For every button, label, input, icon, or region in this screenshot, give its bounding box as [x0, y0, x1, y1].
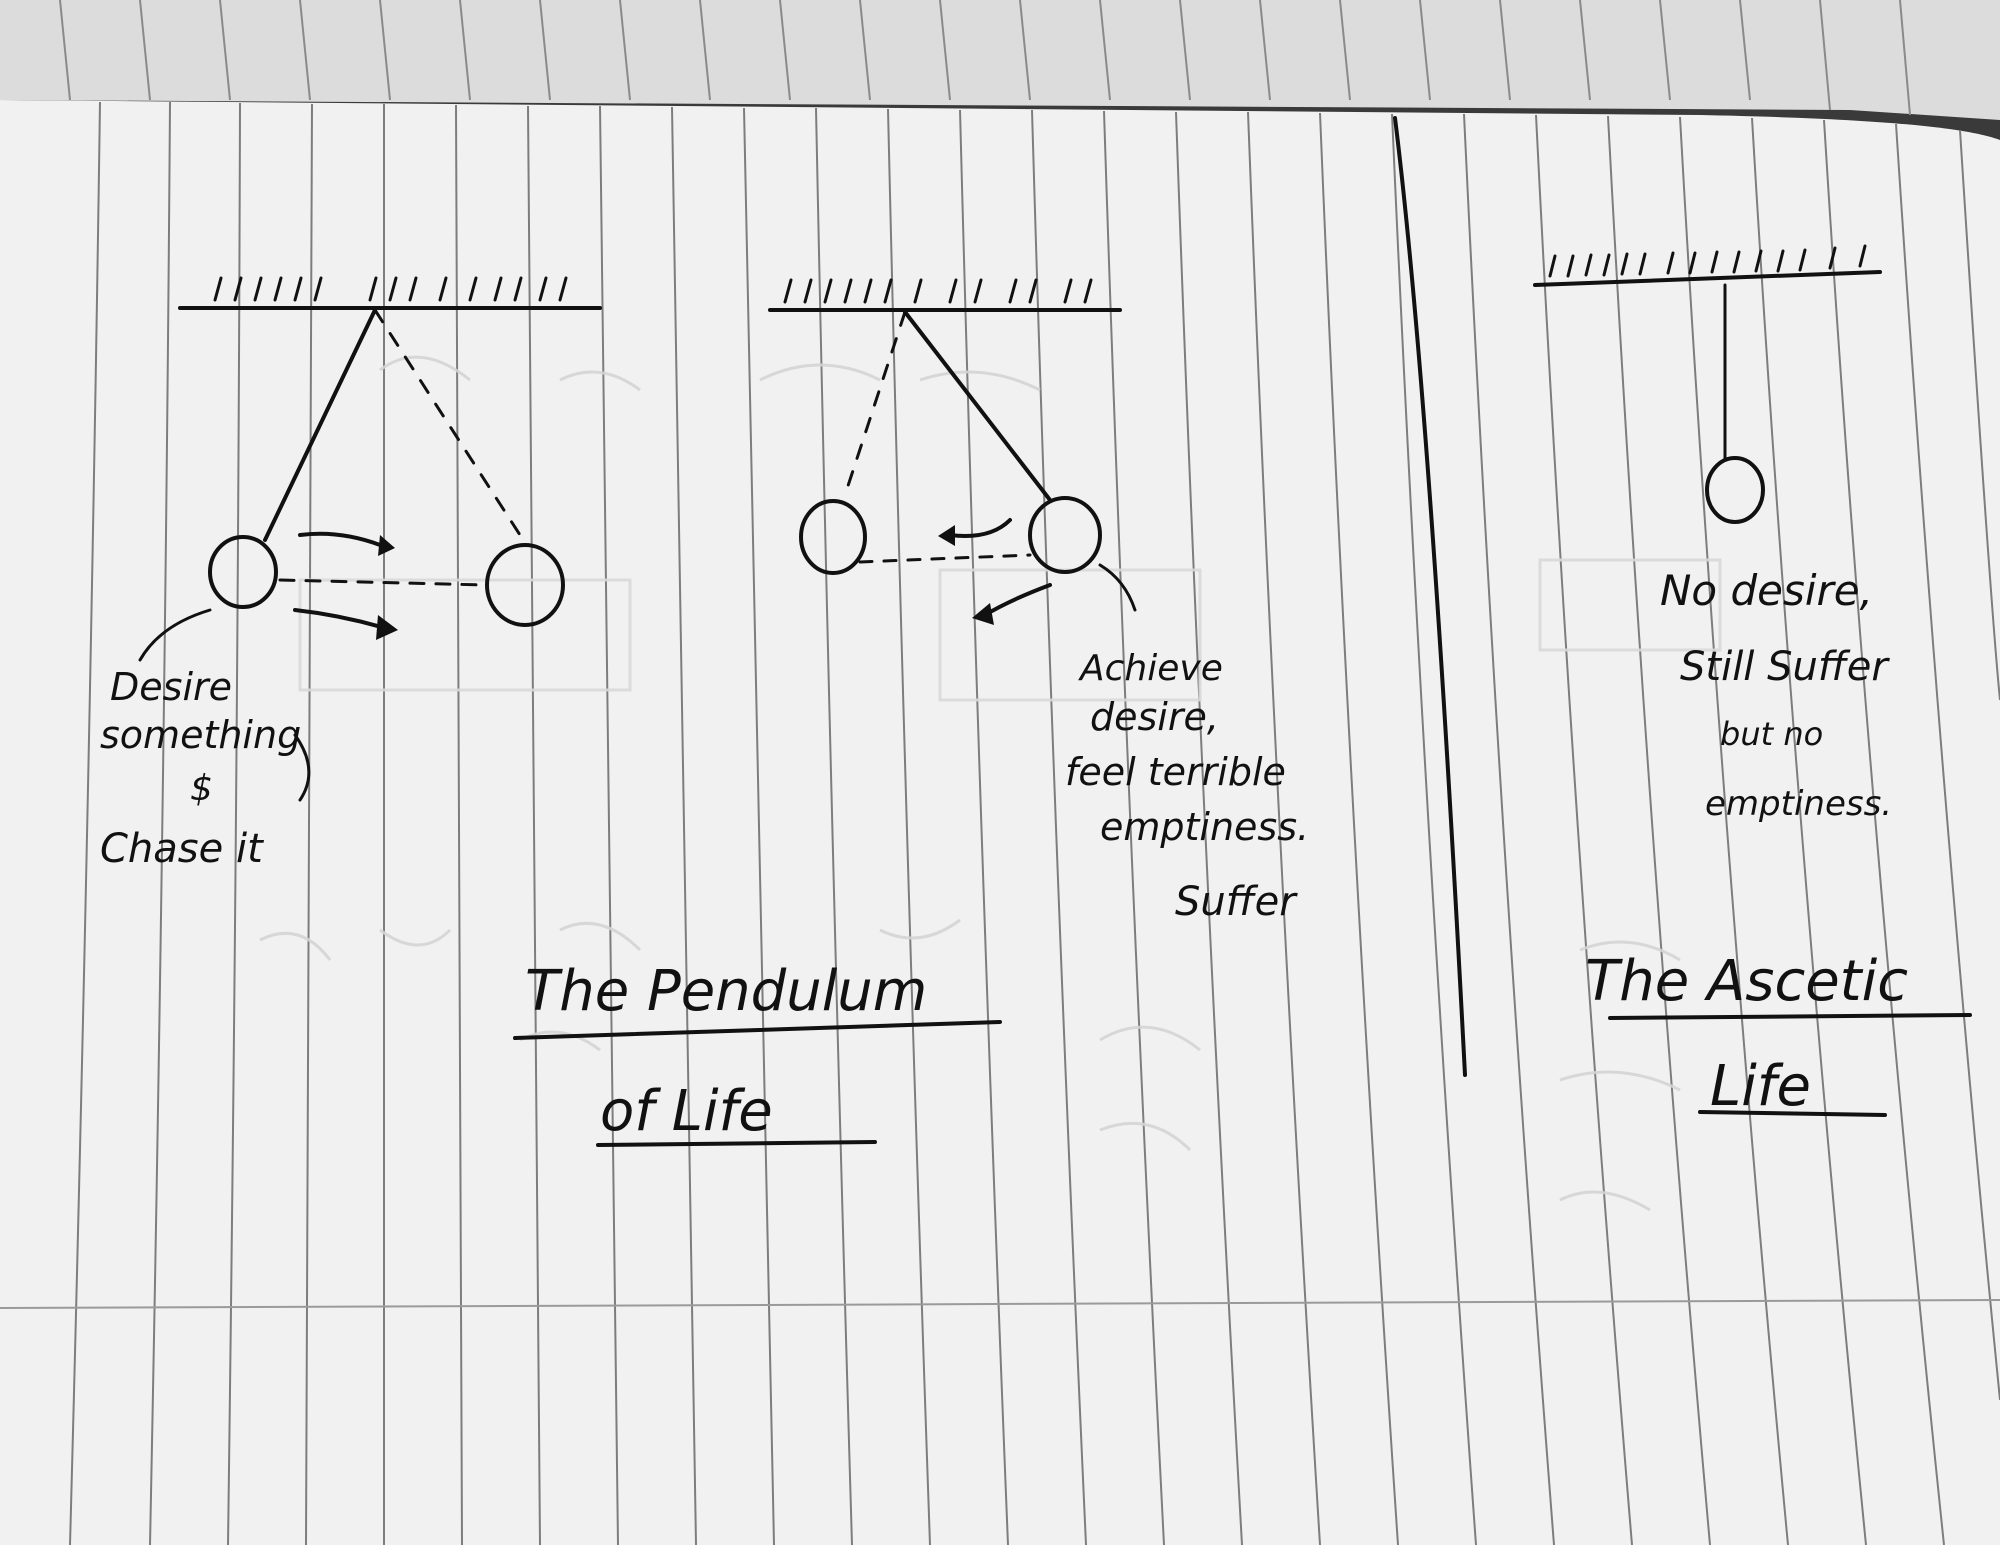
ascetic-underline-1 — [1608, 1013, 1972, 1020]
left-caption-line-2: something — [100, 713, 301, 757]
section-divider — [1393, 116, 1467, 1077]
right-caption-line-4: emptiness. — [1100, 805, 1309, 849]
right-caption-line-5: Suffer — [1175, 879, 1298, 925]
pendulum-string — [263, 308, 377, 542]
right-caption-line-1: Achieve — [1078, 648, 1223, 689]
left-caption-line-1: Desire — [110, 665, 232, 709]
arrow-head-1 — [378, 535, 395, 556]
pendulum-bob-solid-2 — [1028, 496, 1102, 574]
page-crease — [0, 1299, 2000, 1309]
pendulum-bob-still — [1705, 456, 1765, 524]
ascetic-title-line-1: The Ascetic — [1585, 949, 1908, 1014]
page-rules — [69, 101, 2000, 1545]
pendulum-title-line-2: of Life — [600, 1079, 773, 1144]
title-underline-1 — [513, 1020, 1002, 1040]
pendulum-string-dashed — [373, 308, 522, 537]
back-page-rules — [59, 0, 1911, 116]
ascetic-caption-line-1: No desire, — [1660, 566, 1873, 615]
pendulum-bob-dashed — [485, 543, 565, 627]
arrow-head-2 — [376, 615, 398, 640]
ascetic-title-line-2: Life — [1710, 1054, 1811, 1119]
pendulum-bob-solid — [208, 535, 278, 609]
ascetic-pendulum-diagram — [1533, 244, 1882, 524]
back-page — [0, 0, 2000, 120]
swing-arrow-top — [298, 531, 382, 547]
caption-pointer-left — [138, 608, 212, 662]
ascetic-caption-line-4: emptiness. — [1705, 784, 1892, 824]
arrow-head-4 — [972, 603, 994, 625]
right-caption-line-2: desire, — [1090, 695, 1219, 739]
caption-pointer-right — [1098, 563, 1137, 612]
ascetic-caption-line-2: Still Suffer — [1680, 644, 1890, 690]
right-caption-line-3: feel terrible — [1065, 750, 1286, 794]
ascetic-caption-line-3: but no — [1720, 715, 1823, 753]
pendulum-string-2 — [903, 310, 1052, 502]
ceiling-hatching — [213, 276, 568, 302]
ceiling-hatching-3 — [1548, 244, 1867, 278]
pendulum-string-dashed-2 — [843, 310, 907, 497]
ceiling-hatching-2 — [783, 278, 1093, 304]
pendulum-emptiness-diagram — [768, 278, 1137, 625]
swing-path-2 — [858, 553, 1032, 564]
caption-bracket — [293, 733, 311, 802]
left-caption-line-3: $ — [190, 768, 213, 809]
left-caption-line-4: Chase it — [100, 826, 264, 872]
swing-arrow-bottom — [293, 608, 387, 630]
pendulum-desire-diagram — [138, 276, 602, 802]
title-underline-2 — [596, 1140, 877, 1147]
swing-path — [278, 578, 487, 587]
ceiling-line-3 — [1533, 270, 1882, 287]
return-arrow-top — [948, 518, 1012, 538]
arrow-head-3 — [938, 525, 955, 546]
notebook-page — [0, 100, 2000, 1545]
pendulum-bob-dashed-2 — [799, 499, 867, 575]
ascetic-underline-2 — [1698, 1110, 1887, 1117]
pendulum-title-line-1: The Pendulum — [525, 959, 927, 1024]
